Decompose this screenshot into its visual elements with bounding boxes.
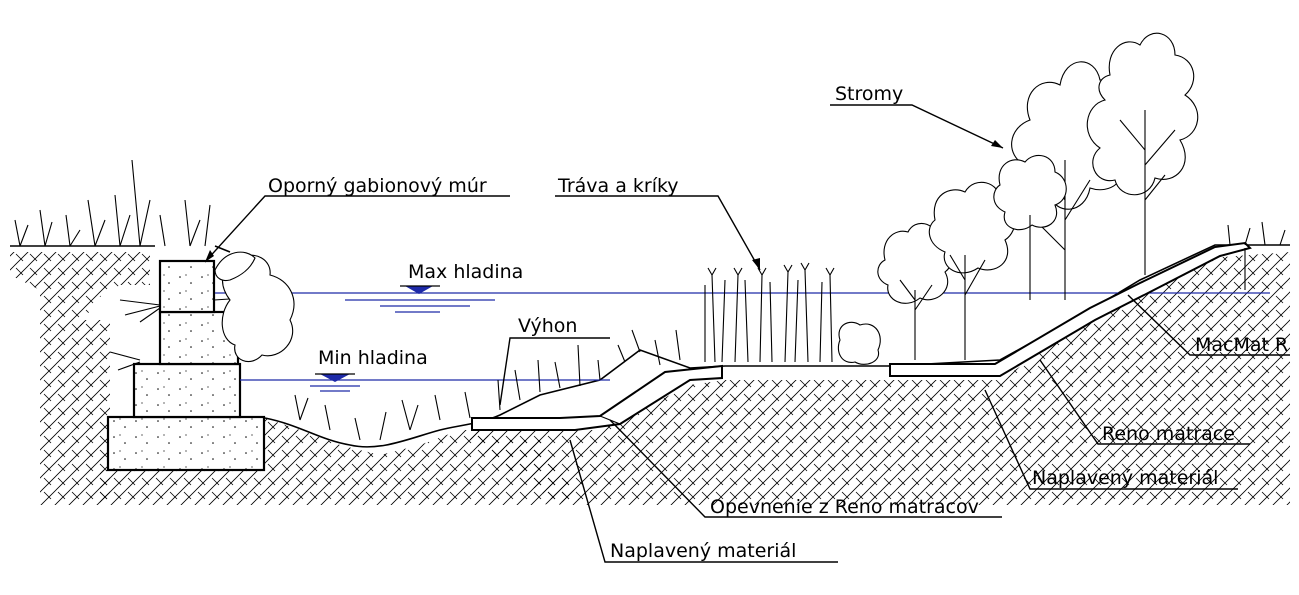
leader-reno-mattress [1039, 359, 1250, 445]
max-level-marker-icon [405, 286, 433, 294]
leader-lines [204, 104, 1290, 563]
grass-riverbed [294, 329, 681, 441]
tree-2 [928, 181, 1016, 274]
label-deposited-right: Naplavený materiál [1032, 467, 1218, 489]
label-macmat: MacMat R [1195, 334, 1288, 356]
leader-groyne [499, 337, 610, 406]
label-grass-shrubs: Tráva a kríky [557, 175, 679, 197]
shrub-left [214, 251, 295, 363]
leader-gabion-wall [204, 195, 510, 263]
leader-deposited-right [984, 389, 1238, 490]
label-deposited-left: Naplavený materiál [610, 540, 796, 562]
reno-mattress-right [889, 241, 1252, 377]
water-levels [215, 285, 1270, 392]
reeds [704, 262, 881, 365]
leader-trees [830, 104, 1004, 149]
label-reno-lining: Opevnenie z Reno matracov [710, 496, 979, 518]
trees-group [877, 32, 1286, 360]
leader-macmat [1127, 294, 1290, 356]
tree-5 [993, 154, 1067, 231]
min-level-marker-icon [320, 374, 350, 382]
grass-left-bank [14, 159, 211, 247]
label-reno-mattress: Reno matrace [1102, 423, 1235, 445]
labels: Oporný gabionový múr Tráva a kríky Strom… [268, 83, 1288, 562]
label-trees: Stromy [835, 83, 903, 105]
label-max-level: Max hladina [408, 261, 523, 283]
ground-profile [10, 244, 1290, 448]
leader-grass-shrubs [555, 195, 761, 271]
leader-reno-lining [609, 419, 1002, 518]
label-min-level: Min hladina [318, 347, 428, 369]
label-gabion-wall: Oporný gabionový múr [268, 175, 487, 197]
leader-deposited-left [569, 439, 838, 563]
soil-hatching [10, 252, 1290, 505]
label-groyne: Výhon [518, 315, 577, 337]
tree-4 [1086, 32, 1199, 196]
